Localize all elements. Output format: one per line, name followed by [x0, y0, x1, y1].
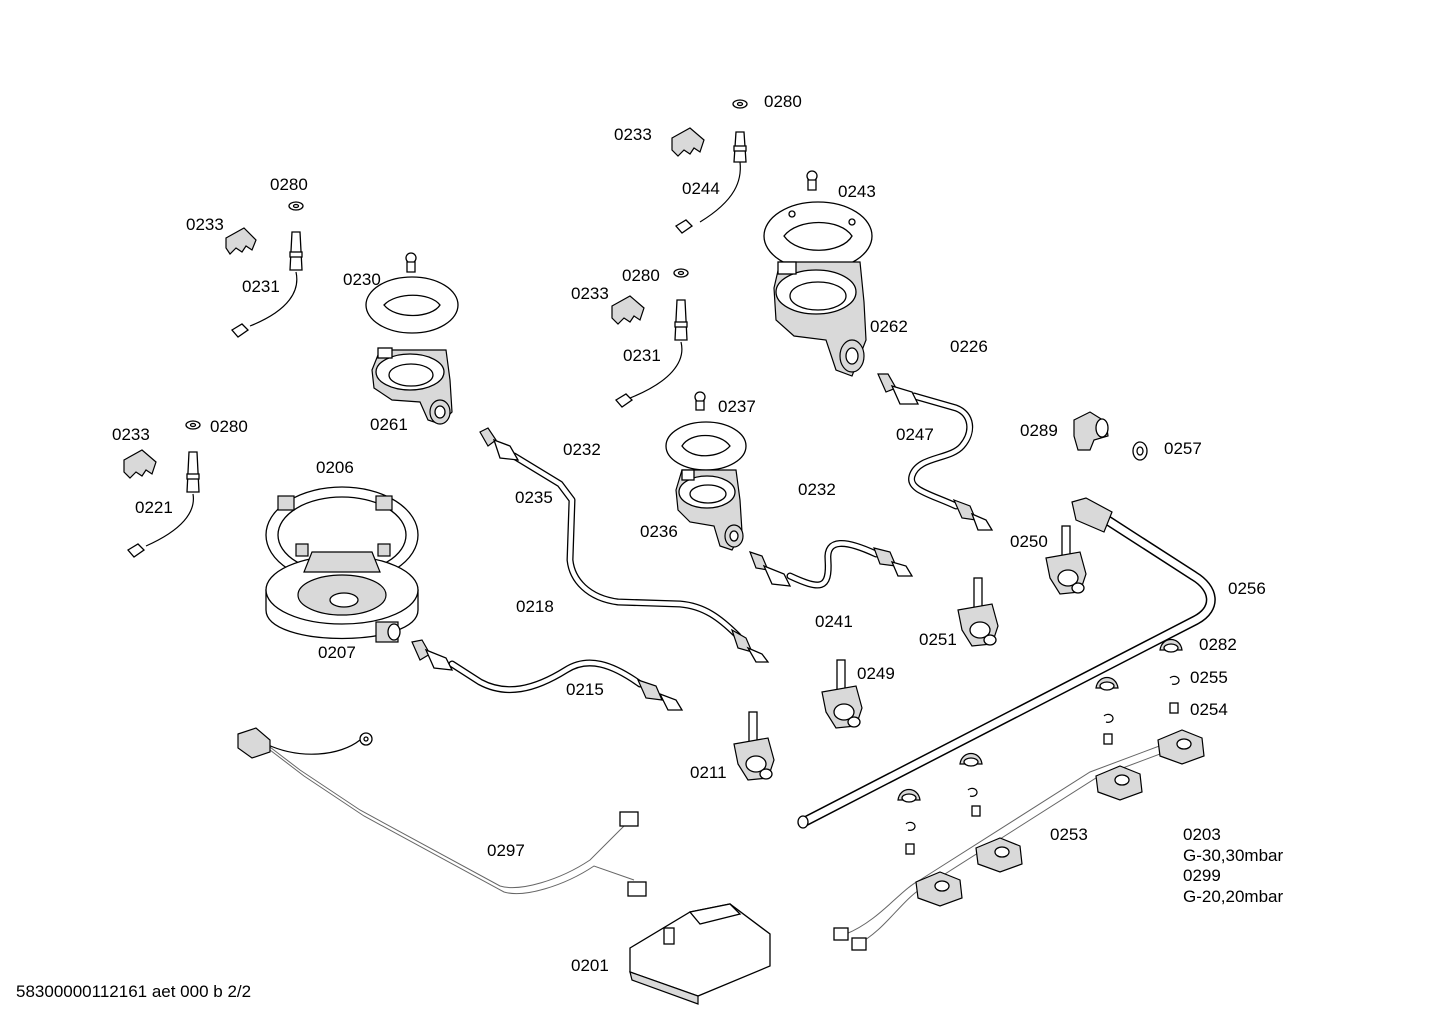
- label-0237: 0237: [718, 397, 756, 416]
- label-0230: 0230: [343, 270, 381, 289]
- label-0297: G-20,20mbar: [1183, 887, 1283, 906]
- label-0262: 0262: [870, 317, 908, 336]
- label-0231: 0231: [623, 346, 661, 365]
- ignition-module-0201: [629, 903, 771, 1005]
- label-0289: 0289: [1020, 421, 1058, 440]
- label-0299: G-30,30mbar: [1183, 846, 1283, 865]
- gas-valve-0211: [733, 711, 775, 781]
- ignition-harness-0203: [237, 727, 647, 897]
- label-gas-g20: 0299: [1183, 866, 1221, 885]
- label-0282: 0282: [1199, 635, 1237, 654]
- gas-valve-0251: [957, 577, 999, 647]
- gas-pipe-0215: [411, 639, 684, 711]
- label-0256: 0256: [1228, 579, 1266, 598]
- wok-burner-0207: [265, 486, 419, 643]
- label-0203: 0297: [487, 841, 525, 860]
- label-0218: 0218: [516, 597, 554, 616]
- electrode-0244: [671, 99, 748, 234]
- label-0255: 0255: [1190, 668, 1228, 687]
- label-0251: 0251: [919, 630, 957, 649]
- label-0207: 0207: [318, 643, 356, 662]
- label-0280: 0280: [622, 266, 660, 285]
- label-0261: 0261: [370, 415, 408, 434]
- main-gas-rail-0256: [797, 497, 1216, 829]
- label-0235: 0235: [515, 488, 553, 507]
- label-0280: 0280: [210, 417, 248, 436]
- burner-0262: [763, 170, 873, 377]
- label-0249: 0249: [857, 664, 895, 683]
- burner-0261: [365, 252, 459, 425]
- electrode-0231-middle: [611, 268, 689, 408]
- label-0201: 0201: [571, 956, 609, 975]
- label-0257: 0257: [1164, 439, 1202, 458]
- label-0233: 0233: [571, 284, 609, 303]
- label-0244: 0244: [682, 179, 720, 198]
- gas-pipe-0235: [479, 427, 770, 663]
- electrode-0221: [123, 420, 201, 558]
- label-0232: 0232: [798, 480, 836, 499]
- label-0280: 0280: [764, 92, 802, 111]
- label-0233: 0233: [614, 125, 652, 144]
- label-0241: 0241: [815, 612, 853, 631]
- burner-0236: [665, 391, 747, 551]
- label-0231: 0231: [242, 277, 280, 296]
- label-0236: 0236: [640, 522, 678, 541]
- label-0233: 0233: [186, 215, 224, 234]
- label-0206: 0206: [316, 458, 354, 477]
- label-0233: 0233: [112, 425, 150, 444]
- label-0215: 0215: [566, 680, 604, 699]
- gas-valve-0250: [1045, 525, 1087, 595]
- part-labels: 0280 0233 0244 0243 0280 0233 0231 0230 …: [112, 92, 1283, 975]
- electrode-0231-left: [225, 201, 304, 338]
- label-0221: 0221: [135, 498, 173, 517]
- label-0226: 0226: [950, 337, 988, 356]
- switch-harness-0253: [833, 729, 1205, 951]
- label-0243: 0243: [838, 182, 876, 201]
- label-0232: 0232: [563, 440, 601, 459]
- label-0211: 0211: [690, 763, 727, 782]
- elbow-0289: [1073, 411, 1148, 461]
- gas-pipe-0241: [748, 540, 914, 589]
- switch-caps: [897, 638, 1183, 855]
- label-0250: 0250: [1010, 532, 1048, 551]
- document-footer: 58300000112161 aet 000 b 2/2: [16, 982, 251, 1001]
- label-0254: 0254: [1190, 700, 1228, 719]
- label-gas-g30: 0203: [1183, 825, 1221, 844]
- label-0280: 0280: [270, 175, 308, 194]
- label-0247: 0247: [896, 425, 934, 444]
- label-0253: 0253: [1050, 825, 1088, 844]
- gas-pipe-0247: [877, 373, 994, 531]
- gas-valve-0249: [821, 659, 863, 729]
